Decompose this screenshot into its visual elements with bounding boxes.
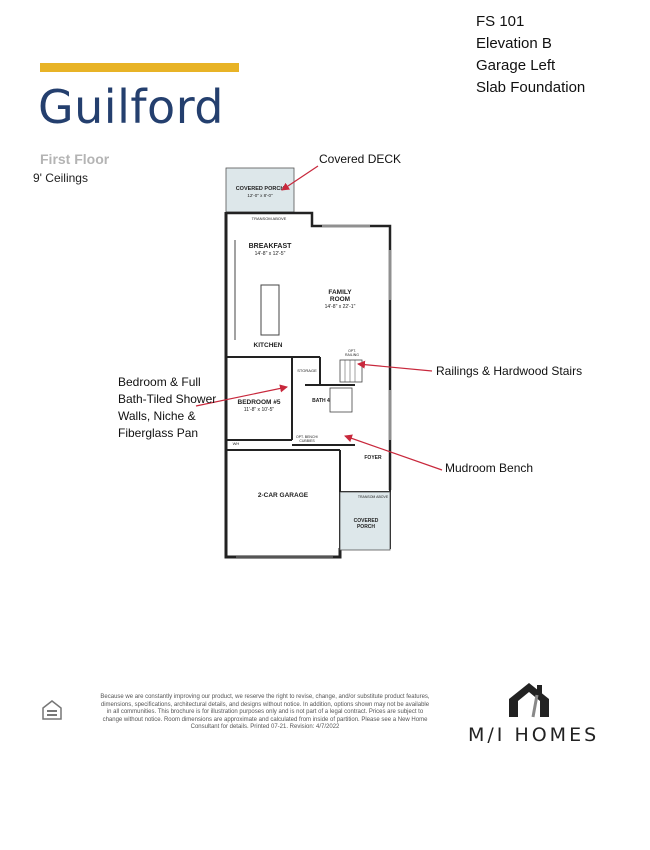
bath-shower [329, 387, 353, 413]
covered-porch-top-dims: 12'-0" x 8'-0" [247, 193, 273, 198]
stairs-callout: Railings & Hardwood Stairs [436, 364, 583, 378]
bath-4-label: BATH 4 [312, 398, 330, 404]
kitchen-island [260, 284, 280, 336]
deck-callout: Covered DECK [319, 152, 402, 166]
opt-railing-label-2: RAILING [345, 353, 359, 357]
opt-railing-label-1: OPT. [348, 349, 356, 353]
breakfast-dims: 14'-8" x 12'-5" [255, 251, 286, 257]
water-heater-label: WH [233, 441, 240, 446]
bench-label-1: OPT. BENCH/ [296, 435, 318, 439]
floor-label: First Floor [40, 151, 110, 167]
breakfast-label: BREAKFAST [249, 243, 293, 250]
equal-housing-icon [42, 700, 62, 720]
mudroom-callout: Mudroom Bench [445, 461, 534, 475]
rear-wall [226, 211, 392, 490]
kitchen-label: KITCHEN [254, 342, 283, 349]
bench-label-2: CUBBIES [299, 439, 315, 443]
stairs-callout-arrow [357, 360, 433, 372]
mi-homes-wordmark: M/I HOMES [468, 724, 600, 746]
foyer-label: FOYER [364, 455, 382, 461]
stairs [339, 359, 363, 383]
family-room-dims: 14'-8" x 22'-1" [325, 304, 356, 310]
bedroom-callout: Bedroom & Full Bath-Tiled Shower Walls, … [118, 375, 217, 440]
spec-garage: Garage Left [476, 57, 556, 74]
bedroom-callout-arrow [195, 384, 288, 407]
front-porch-area [339, 491, 391, 551]
ceiling-height-label: 9' Ceilings [33, 171, 88, 185]
storage-label: STORAGE [297, 368, 317, 373]
spec-elevation: Elevation B [476, 35, 552, 52]
transom-above-label: TRANSOM ABOVE [252, 216, 287, 221]
spec-foundation: Slab Foundation [476, 79, 586, 96]
covered-porch-front-label-2: PORCH [357, 524, 375, 530]
garage-label: 2-CAR GARAGE [258, 492, 309, 499]
spec-block: FS 101 Elevation B Garage Left Slab Foun… [476, 11, 585, 99]
mi-homes-logo-mark [509, 683, 549, 718]
bedroom-5-label: BEDROOM #5 [238, 399, 281, 406]
legal-disclaimer: Because we are constantly improving our … [100, 694, 430, 731]
spec-plan-code: FS 101 [476, 13, 525, 30]
accent-bar [40, 63, 239, 72]
transom-front-label: TRANSOM ABOVE [358, 495, 389, 499]
mudroom-callout-arrow [344, 434, 443, 471]
deck-callout-arrow [281, 165, 319, 191]
plan-title: Guilford [38, 80, 225, 134]
family-room-label-1: FAMILY [328, 289, 352, 296]
family-room-label-2: ROOM [330, 296, 350, 303]
covered-porch-front-label-1: COVERED [354, 518, 379, 524]
bedroom-5-dims: 11'-8" x 10'-5" [244, 407, 275, 413]
covered-porch-top-label: COVERED PORCH [236, 186, 285, 192]
